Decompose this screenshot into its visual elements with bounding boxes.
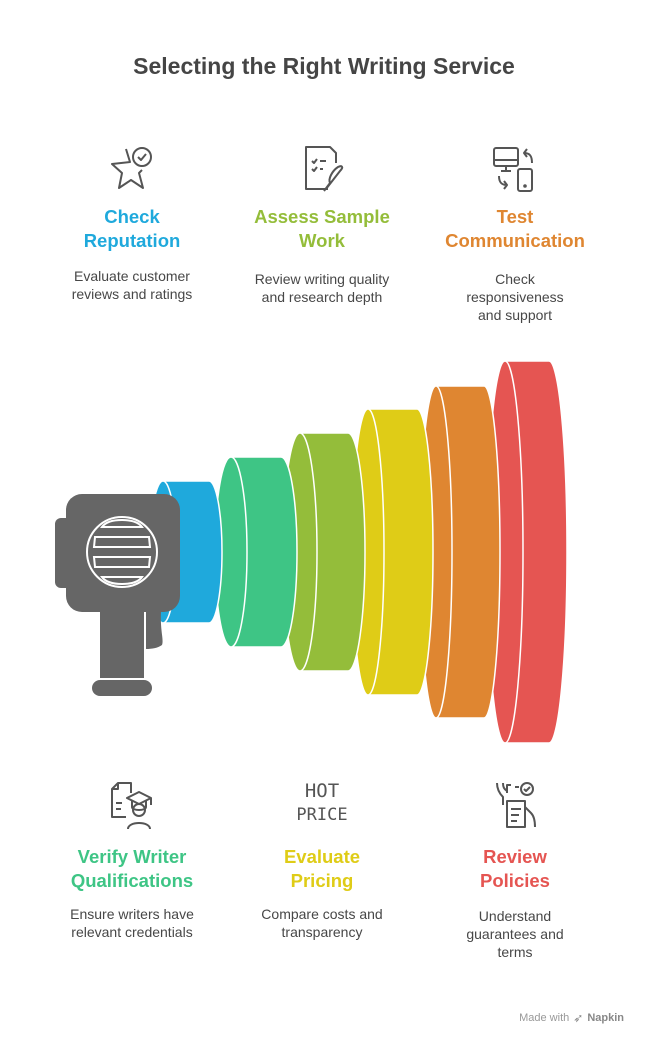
step-description: Understand guarantees and terms xyxy=(466,908,564,960)
hot-price-icon-text: HOT xyxy=(304,780,340,802)
step-heading: Check xyxy=(104,206,160,227)
step-evaluate-pricing: HOT PRICE Evaluate Pricing Compare costs… xyxy=(232,779,412,941)
made-with-napkin: Made with ➶ Napkin xyxy=(519,1011,624,1025)
step-heading: Assess Sample xyxy=(254,206,390,227)
brand-name: Napkin xyxy=(587,1012,624,1024)
megaphone-body xyxy=(55,494,180,696)
step-description: Compare costs and transparency xyxy=(261,906,383,940)
step-heading: Policies xyxy=(480,870,550,891)
page-title: Selecting the Right Writing Service xyxy=(133,53,515,79)
policy-check-icon xyxy=(496,782,536,828)
step-heading: Verify Writer xyxy=(77,846,187,867)
step-description: Review writing quality and research dept… xyxy=(254,271,390,305)
step-heading: Communication xyxy=(445,230,585,251)
step-review-policies: Review Policies Understand guarantees an… xyxy=(425,779,605,961)
sound-ring-2 xyxy=(214,456,298,648)
step-test-communication: Test Communication Check responsiveness … xyxy=(425,143,605,324)
devices-sync-icon xyxy=(493,147,533,192)
document-quill-icon xyxy=(305,146,344,192)
graduate-document-icon xyxy=(111,782,152,830)
step-heading: Pricing xyxy=(290,870,354,891)
star-check-icon xyxy=(111,147,152,189)
step-heading: Test xyxy=(496,206,534,227)
step-verify-writer-qualifications: Verify Writer Qualifications Ensure writ… xyxy=(42,779,222,941)
ring-band xyxy=(435,385,501,719)
ring-band xyxy=(299,432,366,672)
step-heading: Qualifications xyxy=(70,870,194,891)
ring-band xyxy=(367,408,434,696)
step-description: Ensure writers have relevant credentials xyxy=(70,906,194,940)
step-heading: Work xyxy=(299,230,345,251)
hot-price-icon: HOT PRICE xyxy=(292,779,352,831)
step-check-reputation: Check Reputation Evaluate customer revie… xyxy=(42,143,222,303)
step-heading: Reputation xyxy=(83,230,181,251)
step-description: Evaluate customer reviews and ratings xyxy=(71,268,193,302)
ring-band xyxy=(230,456,298,648)
step-assess-sample-work: Assess Sample Work Review writing qualit… xyxy=(232,143,412,306)
step-heading: Evaluate xyxy=(283,846,361,867)
made-with-label: Made with xyxy=(519,1012,570,1024)
hot-price-icon-text: PRICE xyxy=(296,805,348,825)
step-description: Check responsiveness and support xyxy=(466,271,564,323)
napkin-logo-icon: ➶ xyxy=(573,1011,584,1025)
step-heading: Review xyxy=(483,846,547,867)
